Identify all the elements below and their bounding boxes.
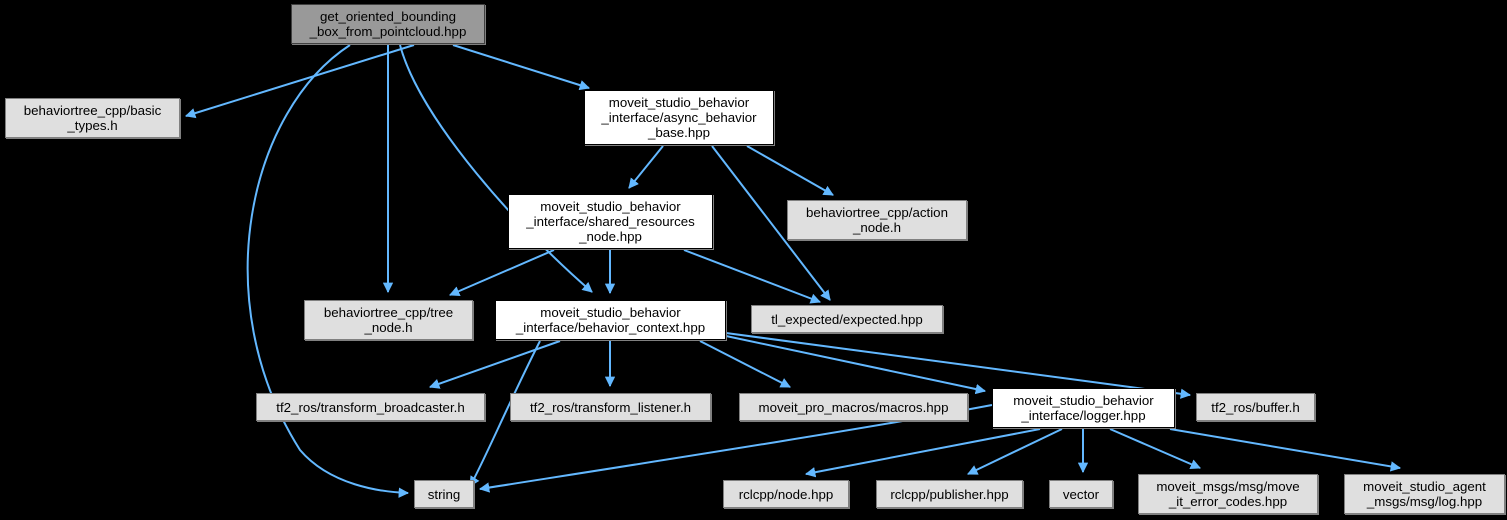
graph-node-logger[interactable]: moveit_studio_behavior _interface/logger…	[992, 388, 1175, 428]
graph-node-agent_log[interactable]: moveit_studio_agent _msgs/msg/log.hpp	[1344, 474, 1505, 514]
graph-node-string[interactable]: string	[414, 480, 474, 508]
graph-node-rclcpp_node[interactable]: rclcpp/node.hpp	[723, 480, 849, 508]
graph-edge-logger-to-error_codes	[1109, 428, 1201, 470]
graph-edges	[185, 44, 1402, 498]
graph-edge-async_base-to-tl_expected	[711, 145, 831, 301]
graph-edge-async_base-to-shared_res	[628, 145, 664, 189]
graph-node-root[interactable]: get_oriented_bounding _box_from_pointclo…	[291, 4, 485, 44]
graph-node-action_node[interactable]: behaviortree_cpp/action _node.h	[787, 200, 967, 240]
graph-edge-logger-to-rclcpp_node	[804, 428, 1041, 478]
graph-edge-beh_context-to-logger	[725, 335, 987, 395]
graph-node-pro_macros[interactable]: moveit_pro_macros/macros.hpp	[739, 393, 968, 421]
graph-edge-shared_res-to-tree_node	[449, 249, 555, 297]
graph-node-error_codes[interactable]: moveit_msgs/msg/move _it_error_codes.hpp	[1138, 474, 1318, 514]
graph-edge-beh_context-to-string	[469, 340, 541, 487]
graph-node-beh_context[interactable]: moveit_studio_behavior _interface/behavi…	[495, 300, 726, 340]
graph-edge-root-to-basic_types	[185, 44, 415, 119]
graph-node-tl_expected[interactable]: tl_expected/expected.hpp	[751, 305, 943, 333]
graph-edge-beh_context-to-tf_buffer	[725, 332, 1192, 399]
graph-node-rclcpp_pub[interactable]: rclcpp/publisher.hpp	[876, 480, 1023, 508]
graph-edge-root-to-string	[246, 44, 410, 498]
graph-node-tf_broadcast[interactable]: tf2_ros/transform_broadcaster.h	[256, 393, 485, 421]
graph-edge-logger-to-agent_log	[1169, 428, 1402, 472]
graph-node-vector[interactable]: vector	[1049, 480, 1113, 508]
graph-edge-beh_context-to-tf_broadcast	[429, 340, 561, 389]
graph-edge-logger-to-rclcpp_pub	[967, 428, 1063, 475]
graph-node-shared_res[interactable]: moveit_studio_behavior _interface/shared…	[508, 194, 713, 249]
graph-node-async_base[interactable]: moveit_studio_behavior _interface/async_…	[584, 90, 774, 145]
graph-node-tree_node[interactable]: behaviortree_cpp/tree _node.h	[304, 300, 473, 340]
graph-edge-beh_context-to-pro_macros	[699, 340, 791, 388]
graph-edge-root-to-beh_context	[399, 44, 593, 293]
graph-node-tf_listener[interactable]: tf2_ros/transform_listener.h	[510, 393, 711, 421]
graph-node-tf_buffer[interactable]: tf2_ros/buffer.h	[1196, 393, 1315, 421]
graph-edge-shared_res-to-tl_expected	[683, 249, 821, 304]
graph-node-basic_types[interactable]: behaviortree_cpp/basic _types.h	[5, 98, 180, 138]
graph-edge-root-to-async_base	[452, 44, 590, 91]
graph-edge-async_base-to-action_node	[746, 145, 834, 196]
